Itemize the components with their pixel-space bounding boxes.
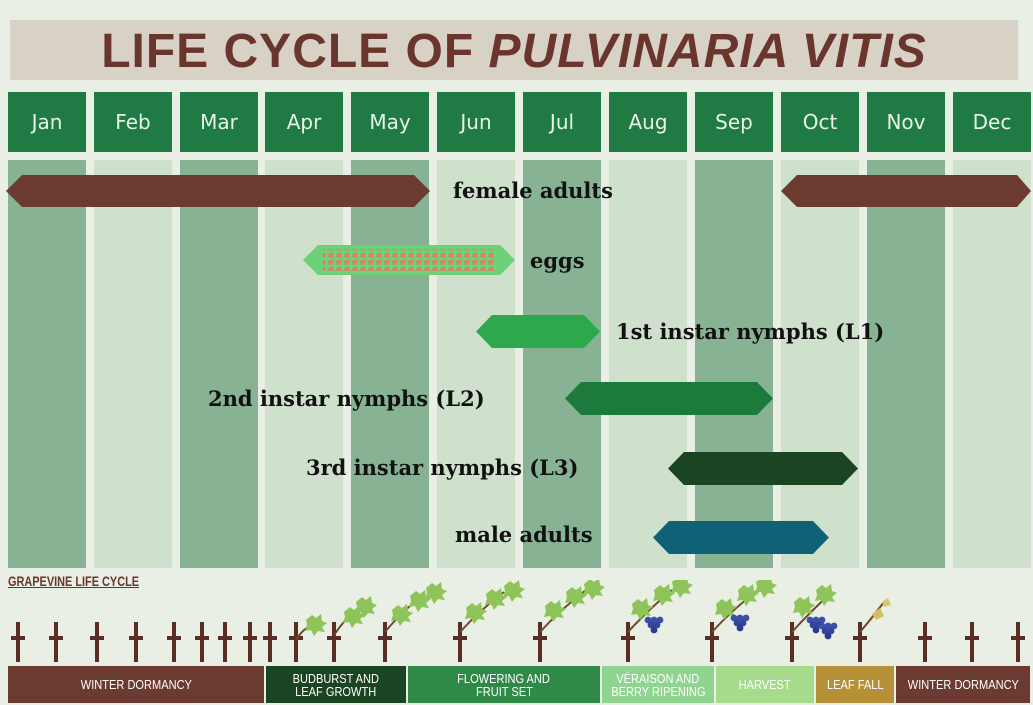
- phase-winter-dormancy-start: WINTER DORMANCY: [8, 666, 264, 703]
- column-may: [351, 160, 429, 568]
- title-species: PULVINARIA VITIS: [489, 25, 927, 78]
- month-aug: Aug: [609, 92, 687, 152]
- phase-harvest: HARVEST: [716, 666, 814, 703]
- column-nov: [867, 160, 945, 568]
- column-feb: [94, 160, 172, 568]
- month-feb: Feb: [94, 92, 172, 152]
- month-mar: Mar: [180, 92, 258, 152]
- l2-bar: [565, 382, 773, 415]
- female-adults-label: female adults: [453, 176, 613, 206]
- month-jun: Jun: [437, 92, 515, 152]
- column-jun: [437, 160, 515, 568]
- female-adults-bar-late: [781, 175, 1031, 207]
- phase-label-line2: FRUIT SET: [476, 685, 533, 698]
- l2-label: 2nd instar nymphs (L2): [208, 384, 485, 414]
- phase-leaf-fall: LEAF FALL: [816, 666, 894, 703]
- column-oct: [781, 160, 859, 568]
- column-jul: [523, 160, 601, 568]
- month-oct: Oct: [781, 92, 859, 152]
- month-may: May: [351, 92, 429, 152]
- eggs-bar: [303, 245, 515, 275]
- month-sep: Sep: [695, 92, 773, 152]
- month-apr: Apr: [265, 92, 343, 152]
- phase-label-line2: BERRY RIPENING: [611, 685, 705, 698]
- female-adults-bar-early: [6, 175, 430, 207]
- phase-label-line2: LEAF GROWTH: [295, 685, 376, 698]
- phase-label: WINTER DORMANCY: [907, 678, 1018, 691]
- page-title: LIFE CYCLE OF PULVINARIA VITIS: [10, 22, 1018, 82]
- month-nov: Nov: [867, 92, 945, 152]
- column-dec: [953, 160, 1031, 568]
- male-adults-label: male adults: [455, 520, 593, 550]
- l3-label: 3rd instar nymphs (L3): [306, 453, 578, 483]
- l1-bar: [476, 315, 600, 348]
- phase-winter-dormancy-end: WINTER DORMANCY: [896, 666, 1030, 703]
- title-prefix: LIFE CYCLE OF: [101, 25, 488, 78]
- phase-label: LEAF FALL: [827, 678, 884, 691]
- column-aug: [609, 160, 687, 568]
- eggs-label: eggs: [530, 246, 585, 276]
- month-jan: Jan: [8, 92, 86, 152]
- male-adults-bar: [653, 521, 829, 554]
- column-apr: [265, 160, 343, 568]
- grapevine-illustration: [0, 580, 1033, 666]
- column-mar: [180, 160, 258, 568]
- l1-label: 1st instar nymphs (L1): [616, 317, 884, 347]
- l3-bar: [668, 452, 858, 485]
- column-sep: [695, 160, 773, 568]
- phase-label: HARVEST: [739, 678, 791, 691]
- month-jul: Jul: [523, 92, 601, 152]
- column-jan: [8, 160, 86, 568]
- month-dec: Dec: [953, 92, 1031, 152]
- phase-label: WINTER DORMANCY: [80, 678, 191, 691]
